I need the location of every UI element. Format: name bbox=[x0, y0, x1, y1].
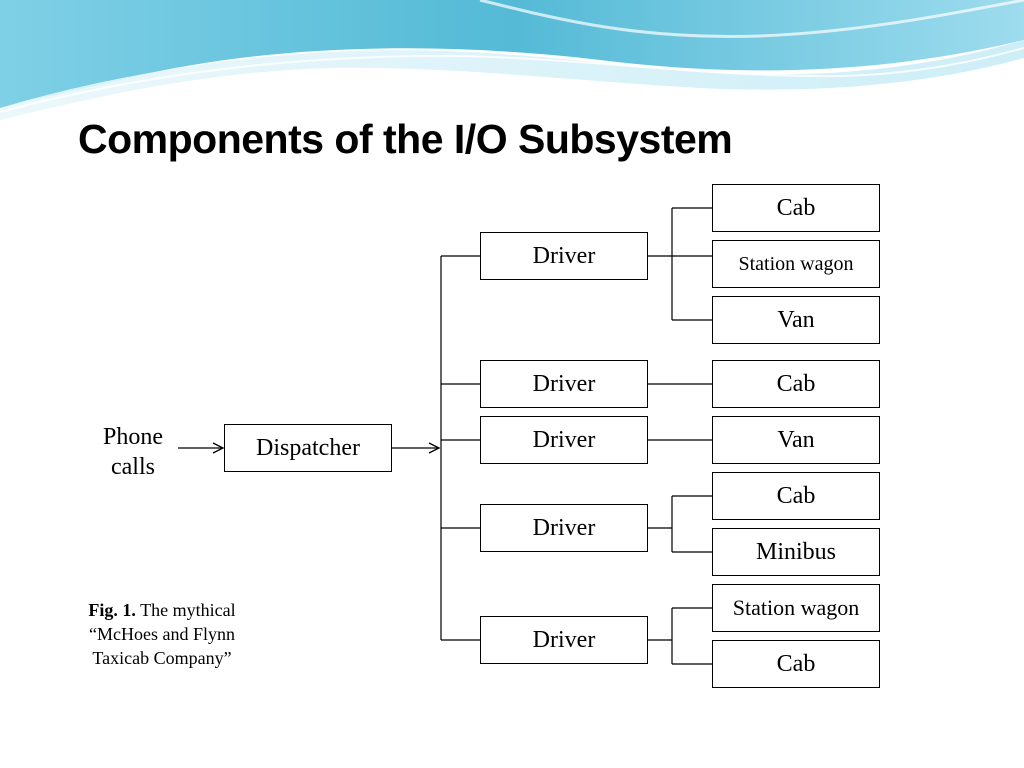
vehicle-box-minibus: Minibus bbox=[712, 528, 880, 576]
dispatcher-box: Dispatcher bbox=[224, 424, 392, 472]
vehicle-box-cab: Cab bbox=[712, 184, 880, 232]
vehicle-box-van: Van bbox=[712, 296, 880, 344]
vehicle-box-cab: Cab bbox=[712, 640, 880, 688]
vehicle-box-station-wagon: Station wagon bbox=[712, 240, 880, 288]
slide-title: Components of the I/O Subsystem bbox=[78, 116, 733, 162]
phone-calls-label: Phone calls bbox=[103, 424, 163, 480]
driver-box: Driver bbox=[480, 416, 648, 464]
driver-box: Driver bbox=[480, 360, 648, 408]
driver-box: Driver bbox=[480, 616, 648, 664]
vehicle-box-van: Van bbox=[712, 416, 880, 464]
driver-box: Driver bbox=[480, 504, 648, 552]
header-wave-decoration bbox=[0, 0, 1024, 120]
vehicle-box-cab: Cab bbox=[712, 472, 880, 520]
driver-box: Driver bbox=[480, 232, 648, 280]
vehicle-box-station-wagon: Station wagon bbox=[712, 584, 880, 632]
vehicle-box-cab: Cab bbox=[712, 360, 880, 408]
figure-number: Fig. 1. bbox=[88, 600, 136, 620]
figure-caption: Fig. 1. The mythical “McHoes and Flynn T… bbox=[88, 600, 236, 668]
